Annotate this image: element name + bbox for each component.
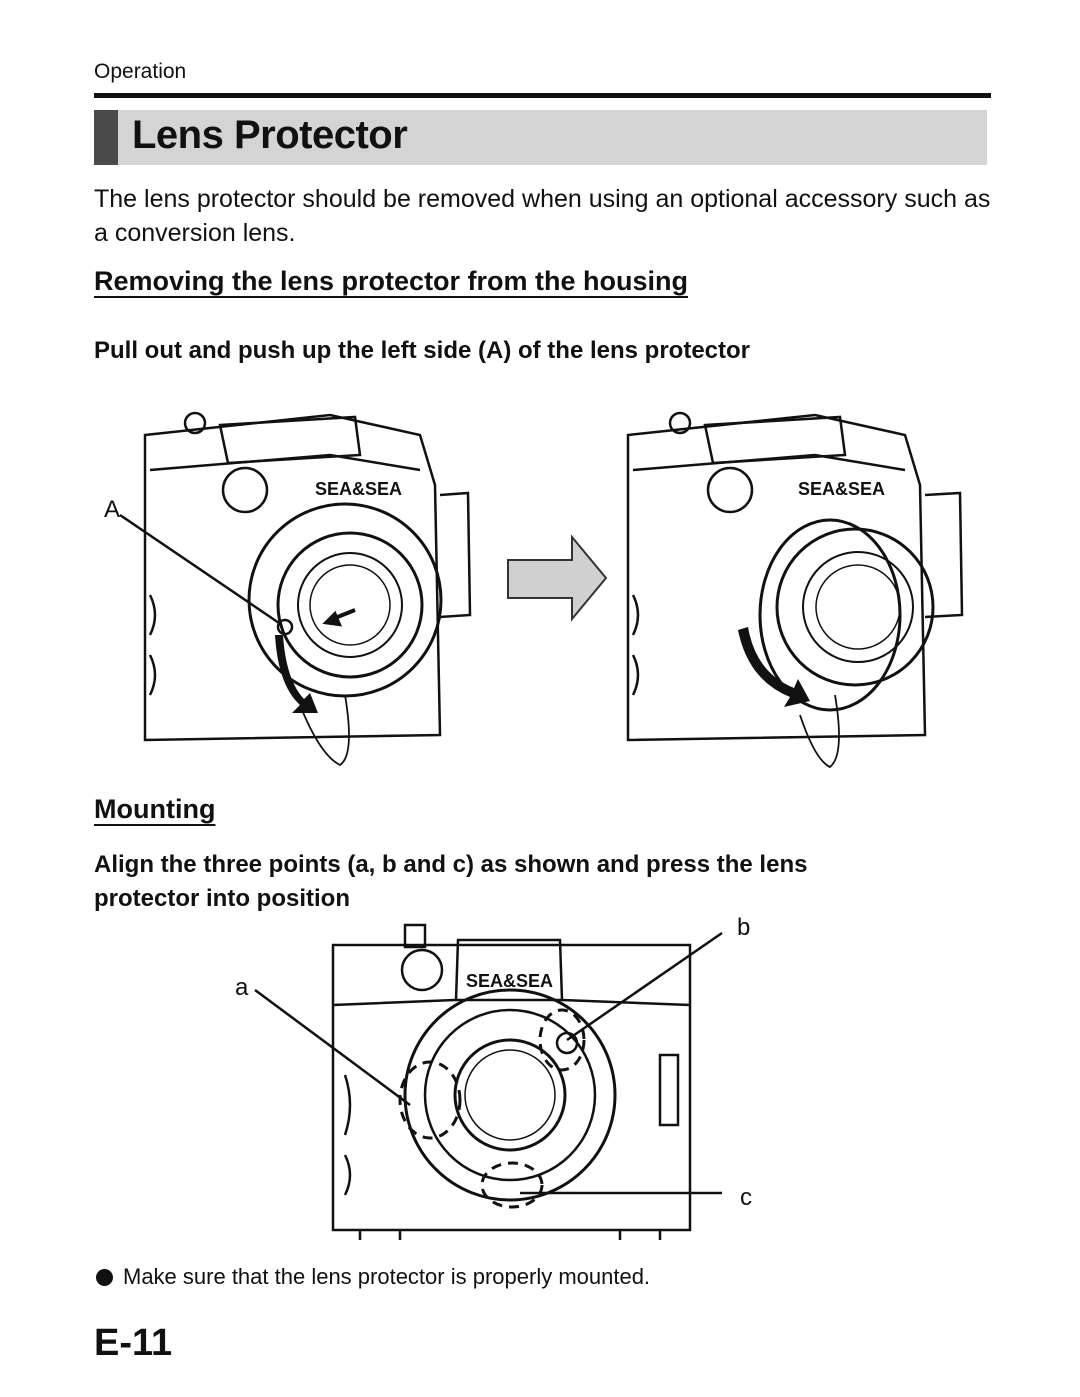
header-rule	[94, 93, 991, 98]
brand-logo-3: SEA&SEA	[466, 971, 553, 991]
note-item: Make sure that the lens protector is pro…	[96, 1264, 650, 1290]
camera-housing-before	[143, 411, 472, 767]
title-marker	[94, 110, 118, 165]
pointer-line-a	[119, 513, 294, 636]
mounting-heading: Mounting	[94, 794, 216, 824]
title-bar	[94, 110, 987, 165]
label-a-upper: A	[104, 496, 120, 523]
direction-arrow	[507, 534, 608, 622]
label-c: c	[740, 1184, 752, 1211]
rotation-arrow-2	[738, 627, 810, 707]
bullet-icon	[96, 1268, 113, 1286]
rotation-arrow-1	[275, 635, 318, 713]
page-number: E-11	[94, 1322, 173, 1364]
mounting-instruction: Align the three points (a, b and c) as s…	[94, 851, 808, 912]
intro-paragraph: The lens protector should be removed whe…	[94, 185, 991, 247]
camera-housing-after	[626, 411, 964, 769]
pointer-lines	[254, 931, 723, 1195]
brand-logo-1: SEA&SEA	[315, 479, 402, 499]
removing-instruction: Pull out and push up the left side (A) o…	[94, 337, 751, 364]
brand-logo-2: SEA&SEA	[798, 479, 885, 499]
mounting-illustration: SEA&SEA a b c	[235, 915, 752, 1240]
removal-illustration: SEA&SEA A SEA&SEA	[104, 411, 964, 769]
section-label: Operation	[94, 60, 187, 83]
alignment-marks	[398, 1008, 586, 1209]
page-title: Lens Protector	[132, 113, 408, 157]
removing-heading: Removing the lens protector from the hou…	[94, 266, 689, 296]
label-b: b	[737, 915, 750, 941]
label-a: a	[235, 974, 249, 1001]
note-text: Make sure that the lens protector is pro…	[123, 1264, 651, 1289]
